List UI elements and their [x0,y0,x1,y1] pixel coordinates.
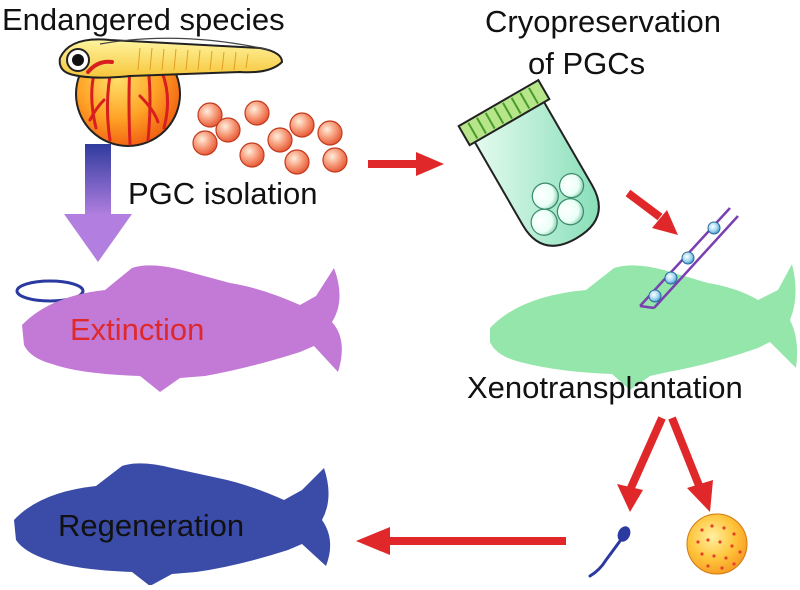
arrow-to-egg [668,416,713,512]
egg-icon [686,513,748,575]
injection-needle-icon [639,207,739,310]
xenotransplantation-label: Xenotransplantation [467,370,743,405]
regeneration-label: Regeneration [58,508,245,543]
surrogate-fish [490,264,798,390]
regenerated-fish [14,463,331,586]
arrow-to-cryo [368,152,444,176]
endangered-species-label: Endangered species [2,2,285,37]
arrow-to-sperm [617,416,666,512]
arrow-to-injection [625,189,678,235]
halo-icon [15,279,85,303]
sperm-icon [588,526,631,578]
pgc-cells-icon [192,100,348,175]
arrow-to-regeneration [356,527,566,555]
cryopreservation-label: Cryopreservation [485,4,722,39]
extinction-label: Extinction [70,312,205,347]
of-pgcs-label: of PGCs [528,46,646,81]
pgc-isolation-label: PGC isolation [128,176,318,211]
decline-arrow [64,144,132,262]
extinct-fish [22,265,342,392]
cryovial-icon [457,78,600,247]
larva-with-yolk-icon [58,37,284,147]
